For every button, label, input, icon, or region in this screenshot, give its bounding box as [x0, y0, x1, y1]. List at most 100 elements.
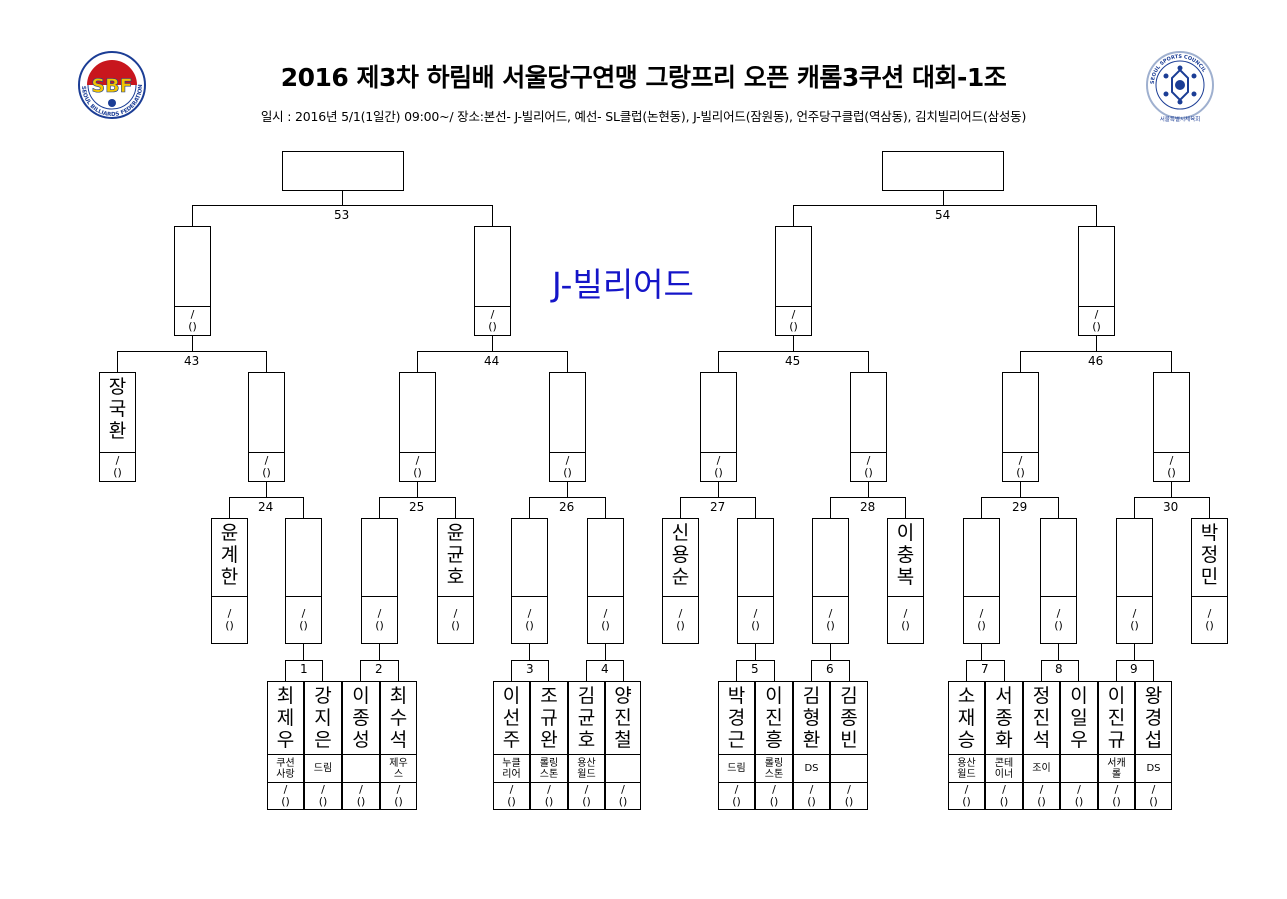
score-slash: / — [396, 783, 401, 796]
player-name-char: 김 — [840, 685, 858, 707]
score-slash: / — [301, 607, 306, 620]
slot-q5w: /() — [737, 518, 774, 644]
club-line: 쿠션 — [276, 757, 295, 769]
score-slash: / — [828, 607, 833, 620]
score-slash: / — [809, 783, 814, 796]
score-parens: () — [281, 795, 290, 808]
match-number-29: 29 — [1012, 500, 1028, 514]
match-number-53: 53 — [334, 208, 350, 222]
score-cell: /() — [1099, 784, 1134, 808]
cell-divider — [1024, 782, 1059, 783]
score-cell: /() — [531, 784, 567, 808]
score-slash: / — [734, 783, 739, 796]
score-cell: /() — [949, 784, 984, 808]
cell-divider — [986, 754, 1022, 755]
cell-divider — [964, 596, 999, 597]
player-name-char: 섭 — [1144, 729, 1163, 751]
player-name-char: 박 — [727, 685, 746, 707]
score-slash: / — [716, 454, 721, 467]
score-slash: / — [753, 607, 758, 620]
cell-divider — [606, 782, 640, 783]
cell-divider — [1154, 452, 1189, 453]
score-parens: () — [1149, 795, 1158, 808]
player-name-char: 완 — [540, 729, 558, 751]
score-cell: /() — [475, 309, 510, 333]
player-name — [175, 227, 210, 307]
player-name-char: 형 — [802, 707, 821, 729]
match-number-30: 30 — [1163, 500, 1179, 514]
match-number-28: 28 — [860, 500, 876, 514]
score-slash: / — [621, 783, 625, 796]
score-cell: /() — [794, 784, 829, 808]
cell-divider — [343, 782, 379, 783]
score-cell: /() — [738, 608, 773, 632]
player-name-char: 일 — [1070, 707, 1088, 729]
cell-divider — [531, 754, 567, 755]
slot-r1-46w: /() — [1078, 226, 1115, 336]
player-name — [851, 373, 886, 453]
score-slash: / — [527, 607, 532, 620]
match-number-24: 24 — [258, 500, 274, 514]
cell-divider — [475, 306, 510, 307]
cell-divider — [1117, 596, 1152, 597]
score-slash: / — [603, 607, 608, 620]
score-slash: / — [264, 454, 269, 467]
score-parens: () — [1112, 795, 1121, 808]
club-line: 롤 — [1111, 768, 1122, 780]
score-parens: () — [113, 466, 122, 479]
cell-divider — [494, 782, 529, 783]
score-cell: /() — [701, 455, 736, 479]
score-parens: () — [582, 795, 591, 808]
cell-divider — [343, 754, 379, 755]
player-name — [362, 519, 397, 597]
score-cell: /() — [606, 784, 640, 808]
player-name-char: 윤 — [220, 522, 239, 544]
score-cell: /() — [400, 455, 435, 479]
player-club — [606, 755, 640, 782]
final-winner-box-right — [882, 151, 1004, 191]
player-name-char: 서 — [995, 685, 1013, 707]
player-name-char: 충 — [896, 544, 915, 566]
slot-30w: /() — [1153, 372, 1190, 482]
cell-divider — [756, 782, 792, 783]
player-name-char: 왕 — [1144, 685, 1163, 707]
player-name-char: 경 — [1144, 707, 1163, 729]
score-slash: / — [678, 607, 683, 620]
slot-26w: /() — [549, 372, 586, 482]
player-club: 드림 — [305, 755, 341, 782]
cell-divider — [776, 306, 811, 307]
score-parens: () — [826, 619, 835, 632]
player-name — [964, 519, 999, 597]
cell-divider — [794, 754, 829, 755]
club-line: 스 — [393, 768, 404, 780]
player-name-char: 이 — [502, 685, 521, 707]
player-name-char: 진 — [614, 707, 632, 729]
score-parens: () — [864, 466, 873, 479]
cell-divider — [756, 754, 792, 755]
score-slash: / — [359, 783, 363, 796]
player-name-char: 제 — [276, 707, 295, 729]
score-cell: /() — [550, 455, 585, 479]
cell-divider — [494, 754, 529, 755]
score-slash: / — [547, 783, 551, 796]
cell-divider — [986, 782, 1022, 783]
player-name-char: 강 — [314, 685, 332, 707]
player-name — [1154, 373, 1189, 453]
player-name-char: 정 — [1032, 685, 1051, 707]
match-number-27: 27 — [710, 500, 726, 514]
score-parens: () — [225, 619, 234, 632]
player-name-char: 이 — [1070, 685, 1088, 707]
match-number-54: 54 — [935, 208, 951, 222]
club-line: 스톤 — [764, 768, 784, 780]
